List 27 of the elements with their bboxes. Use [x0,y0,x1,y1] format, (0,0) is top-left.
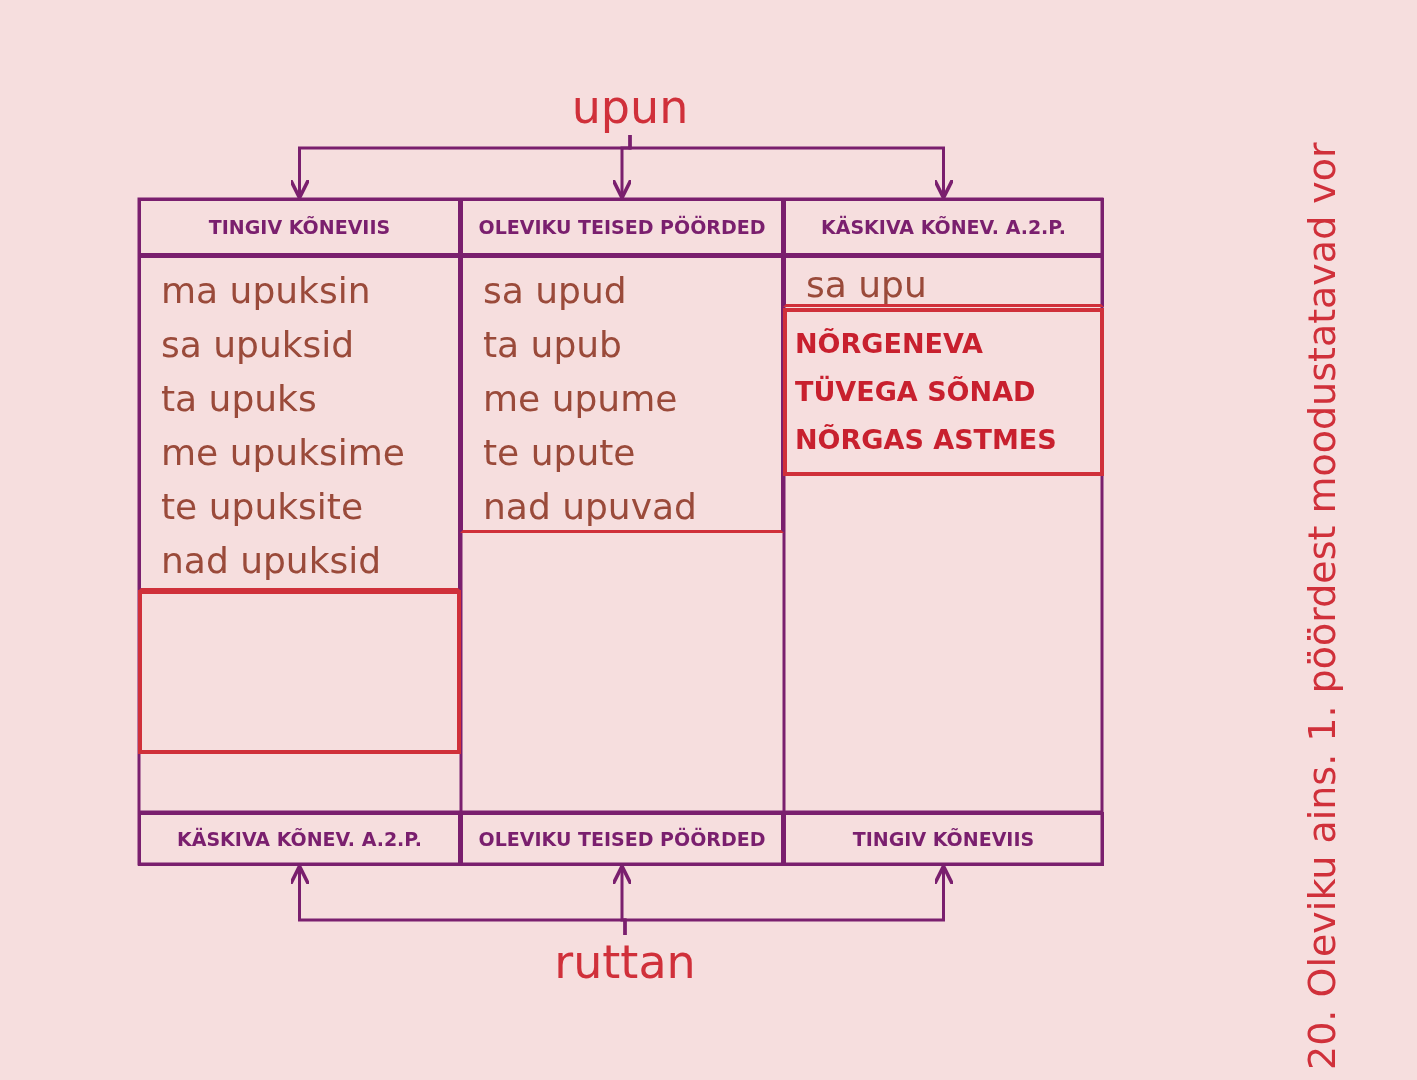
header-cell: TINGIV KÕNEVIIS [138,198,461,256]
arrow [623,864,955,935]
header-cell: TINGIV KÕNEVIIS [783,812,1104,866]
verb-form: me upuksime [161,431,406,475]
note-box: NÕRGENEVA TÜVEGA SÕNAD NÕRGAS ASTMES [783,308,1104,476]
form-word: upun [540,80,720,135]
form-cell: sa upu [783,255,1104,307]
form-word: ruttan [535,935,715,995]
header-cell: KÄSKIVA KÕNEV. A.2.P. [138,812,461,866]
verb-form: te upuksite [161,485,365,529]
verb-form: sa upud [483,269,628,313]
verb-form: ma upuksin [161,269,372,313]
arrow [628,135,955,200]
header-cell: OLEVIKU TEISED PÖÖRDED [460,812,784,866]
verb-form: nad upuvad [483,485,698,529]
form-cell [138,255,461,591]
verb-form: nad upuksid [161,539,383,583]
verb-form: ta upub [483,323,623,367]
caption: 20. Oleviku ains. 1. pöördest moodustatavad vor [1300,141,1344,1070]
verb-form: te upute [483,431,637,475]
header-cell: KÄSKIVA KÕNEV. A.2.P. [783,198,1104,256]
header-cell: OLEVIKU TEISED PÖÖRDED [460,198,784,256]
empty-box [138,590,461,754]
verb-form: me upume [483,377,679,421]
verb-form: sa upuksid [161,323,356,367]
verb-form: ta upuks [161,377,318,421]
form-cell [460,255,784,533]
